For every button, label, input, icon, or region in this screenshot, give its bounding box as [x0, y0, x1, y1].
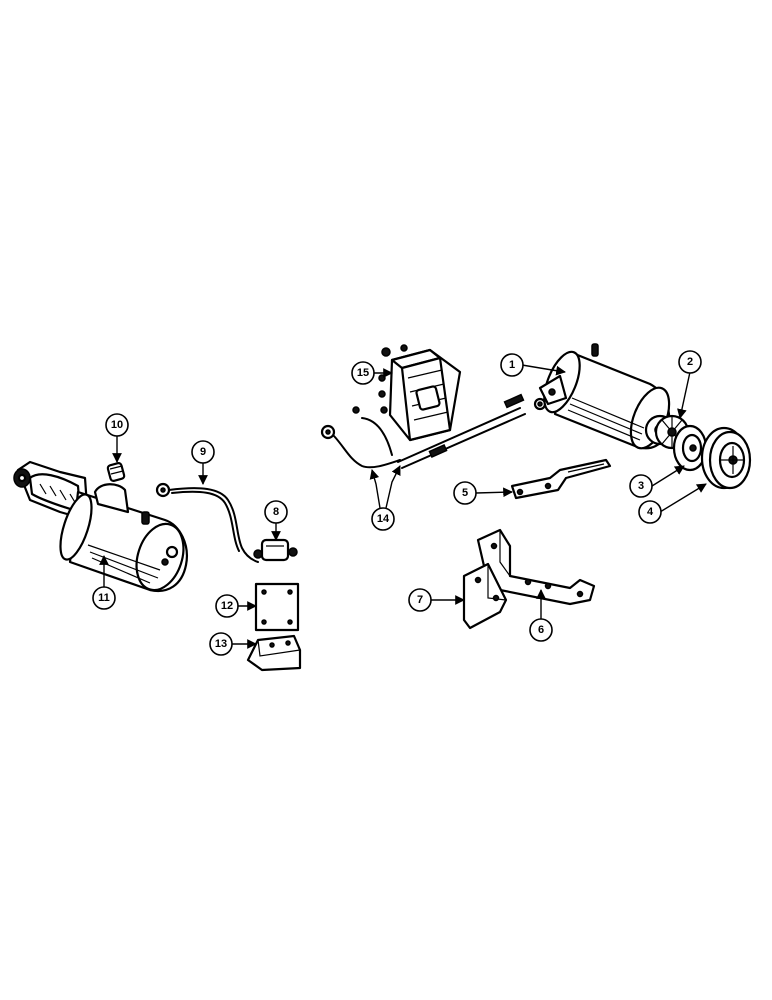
svg-text:10: 10 [111, 419, 123, 431]
svg-text:4: 4 [647, 506, 654, 518]
switch-bracket [246, 634, 302, 672]
callout-8: 8 [264, 500, 288, 524]
pulley-half [672, 424, 708, 472]
switch-mounting-plate [254, 582, 300, 632]
svg-text:12: 12 [221, 600, 233, 612]
callout-3: 3 [629, 474, 653, 498]
svg-text:11: 11 [98, 592, 110, 604]
battery-cable [155, 482, 259, 563]
svg-text:3: 3 [638, 480, 644, 492]
callout-10: 10 [105, 413, 129, 437]
svg-text:1: 1 [509, 359, 515, 371]
callout-14: 14 [371, 507, 395, 531]
svg-text:13: 13 [215, 638, 227, 650]
svg-text:14: 14 [377, 513, 390, 525]
svg-text:5: 5 [462, 487, 468, 499]
terminal-nut [106, 462, 126, 482]
starter-switch [253, 538, 298, 562]
callout-9: 9 [191, 440, 215, 464]
pulley [700, 426, 752, 490]
callout-6: 6 [529, 618, 553, 642]
callout-4: 4 [638, 500, 662, 524]
voltage-regulator [352, 344, 462, 442]
svg-text:8: 8 [273, 506, 279, 518]
callout-12: 12 [215, 594, 239, 618]
callout-13: 13 [209, 632, 233, 656]
support-plate [462, 562, 508, 630]
callout-7: 7 [408, 588, 432, 612]
callout-11: 11 [92, 586, 116, 610]
svg-text:7: 7 [417, 594, 423, 606]
callout-2: 2 [678, 350, 702, 374]
adjusting-brace [510, 458, 612, 500]
svg-text:15: 15 [357, 367, 369, 379]
starting-motor [13, 460, 188, 592]
leader-lines [99, 364, 707, 649]
callout-15: 15 [351, 361, 375, 385]
svg-text:6: 6 [538, 624, 544, 636]
callout-5: 5 [453, 481, 477, 505]
regulator-wires [320, 393, 547, 469]
callout-1: 1 [500, 353, 524, 377]
svg-text:9: 9 [200, 446, 206, 458]
svg-text:2: 2 [687, 356, 693, 368]
